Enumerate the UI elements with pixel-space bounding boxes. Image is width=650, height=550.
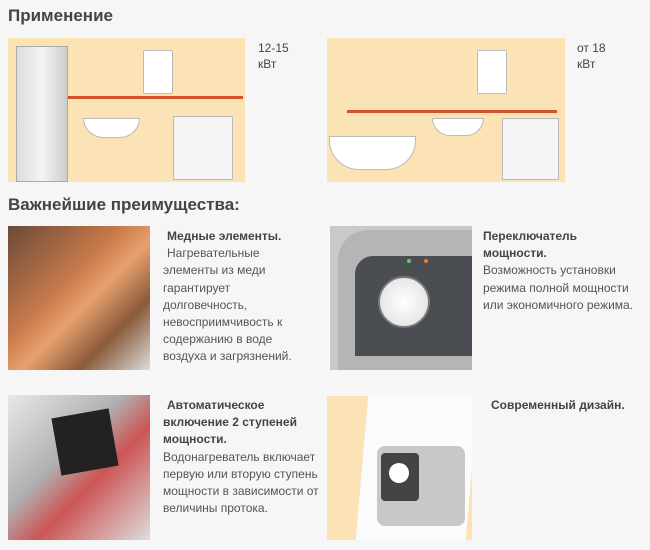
power-label-2: от 18 кВт <box>577 40 606 72</box>
power-unit: кВт <box>577 57 596 71</box>
feature-text: Водонагреватель включает первую или втор… <box>163 449 319 516</box>
power-value: от 18 <box>577 41 606 55</box>
feature-copper: Медные элементы. Нагревательные элементы… <box>163 228 313 366</box>
pipe-icon <box>68 96 243 99</box>
copper-elements-image <box>8 226 150 370</box>
feature-title: Автоматическое включение 2 ступеней мощн… <box>163 398 297 447</box>
power-switch-image <box>330 226 472 370</box>
shower-sink-diagram-image <box>8 38 245 182</box>
power-label-1: 12-15 кВт <box>258 40 289 72</box>
benefits-heading: Важнейшие преимущества: <box>8 195 240 214</box>
feature-design: Современный дизайн. <box>483 397 633 414</box>
shower-cabin-icon <box>16 46 68 182</box>
sink-icon <box>83 118 140 138</box>
pipe-icon <box>347 110 557 113</box>
cabinet-sink-icon <box>173 116 233 180</box>
application-heading: Применение <box>8 6 113 25</box>
bath-sink-diagram-image <box>327 38 565 182</box>
feature-auto-switch: Автоматическое включение 2 ступеней мощн… <box>163 397 323 517</box>
knob-icon <box>378 276 430 328</box>
feature-text: Нагревательные элементы из меди гарантир… <box>163 246 292 364</box>
feature-title: Медные элементы. <box>167 229 282 243</box>
water-heater-icon <box>143 50 173 94</box>
bathtub-icon <box>329 136 416 170</box>
water-heater-icon <box>477 50 507 94</box>
modern-design-image <box>327 396 472 540</box>
feature-title: Современный дизайн. <box>491 398 625 412</box>
sink-icon <box>432 118 484 136</box>
feature-text: Возможность установки режима полной мощн… <box>483 263 634 312</box>
power-value: 12-15 <box>258 41 289 55</box>
terminal-block-image <box>8 395 150 540</box>
cabinet-sink-icon <box>502 118 559 180</box>
feature-power-switch: Переключатель мощности. Возможность уста… <box>483 228 643 314</box>
feature-title: Переключатель мощности. <box>483 229 578 261</box>
knob-icon <box>389 463 409 483</box>
power-unit: кВт <box>258 57 277 71</box>
